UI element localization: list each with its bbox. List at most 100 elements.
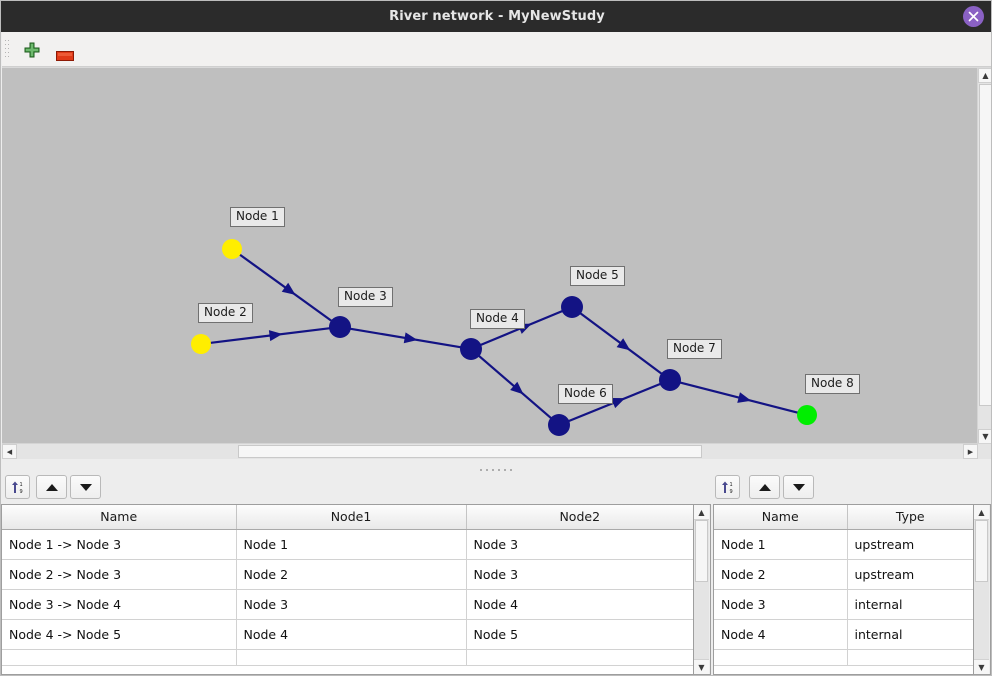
table-cell[interactable]: upstream <box>847 529 973 560</box>
arrow-up-icon <box>758 483 771 491</box>
table-cell[interactable]: internal <box>847 619 973 650</box>
reaches-table-scrollbar[interactable]: ▲ ▼ <box>694 504 711 675</box>
table-cell[interactable]: Node 1 <box>236 529 467 560</box>
edge-arrow-icon <box>510 381 524 395</box>
title-bar: River network - MyNewStudy <box>1 1 991 32</box>
arrow-left-icon: ◀ <box>6 447 13 456</box>
graph-horizontal-scrollbar[interactable]: ◀ ▶ <box>2 443 991 459</box>
nodes-scroll-up-arrow[interactable]: ▲ <box>974 505 989 520</box>
table-cell[interactable]: upstream <box>847 559 973 590</box>
graph-node-n3[interactable] <box>329 316 351 338</box>
reaches-sort-button[interactable]: 1 9 <box>5 475 30 499</box>
table-cell[interactable] <box>236 649 467 666</box>
graph-node-n5[interactable] <box>561 296 583 318</box>
reaches-table-row[interactable] <box>2 649 693 666</box>
graph-scroll-left-arrow[interactable]: ◀ <box>2 444 17 459</box>
reaches-move-down-button[interactable] <box>70 475 101 499</box>
table-cell[interactable]: Node 2 <box>236 559 467 590</box>
graph-scroll-up-arrow[interactable]: ▲ <box>978 68 991 83</box>
reaches-scroll-up-arrow[interactable]: ▲ <box>694 505 709 520</box>
nodes-move-up-button[interactable] <box>749 475 780 499</box>
graph-node-n4[interactable] <box>460 338 482 360</box>
graph-node-n7[interactable] <box>659 369 681 391</box>
graph-node-label-n8[interactable]: Node 8 <box>805 374 860 394</box>
graph-scroll-down-arrow[interactable]: ▼ <box>978 429 991 444</box>
reaches-move-up-button[interactable] <box>36 475 67 499</box>
add-plus-icon[interactable] <box>24 42 40 58</box>
table-cell[interactable] <box>714 649 848 666</box>
table-cell[interactable]: Node 2 <box>714 559 848 590</box>
svg-text:9: 9 <box>729 489 732 495</box>
table-cell[interactable] <box>2 649 237 666</box>
graph-node-label-n6[interactable]: Node 6 <box>558 384 613 404</box>
table-cell[interactable]: Node 4 <box>466 589 693 620</box>
arrow-down-icon: ▼ <box>982 432 989 441</box>
column-header-name[interactable]: Name <box>2 505 237 530</box>
table-cell[interactable] <box>847 649 973 666</box>
nodes-table-row[interactable] <box>714 649 973 666</box>
nodes-sort-button[interactable]: 1 9 <box>715 475 740 499</box>
table-cell[interactable]: Node 5 <box>466 619 693 650</box>
svg-text:1: 1 <box>19 482 22 488</box>
graph-vertical-scroll-thumb[interactable] <box>979 84 991 406</box>
table-cell[interactable] <box>466 649 693 666</box>
column-header-type[interactable]: Type <box>847 505 973 530</box>
table-cell[interactable]: Node 3 <box>236 589 467 620</box>
nodes-scroll-down-arrow[interactable]: ▼ <box>974 659 989 674</box>
graph-vertical-scrollbar[interactable]: ▲ ▼ <box>977 68 991 444</box>
delete-minus-icon[interactable] <box>56 46 74 61</box>
nodes-move-down-button[interactable] <box>783 475 814 499</box>
arrow-up-icon: ▲ <box>978 507 985 517</box>
close-icon[interactable] <box>963 6 984 27</box>
table-cell[interactable]: Node 2 -> Node 3 <box>2 559 237 590</box>
reaches-scroll-down-arrow[interactable]: ▼ <box>694 659 709 674</box>
graph-node-label-n2[interactable]: Node 2 <box>198 303 253 323</box>
graph-horizontal-scroll-thumb[interactable] <box>238 445 702 458</box>
graph-node-label-n5[interactable]: Node 5 <box>570 266 625 286</box>
graph-node-n2[interactable] <box>191 334 211 354</box>
table-cell[interactable]: Node 3 -> Node 4 <box>2 589 237 620</box>
table-cell[interactable]: Node 4 -> Node 5 <box>2 619 237 650</box>
nodes-table-scrollbar[interactable]: ▲ ▼ <box>974 504 991 675</box>
table-cell[interactable]: Node 4 <box>236 619 467 650</box>
toolbar-grip[interactable] <box>5 40 10 59</box>
graph-node-n8[interactable] <box>797 405 817 425</box>
splitter-grip <box>480 469 514 472</box>
table-cell[interactable]: Node 3 <box>466 559 693 590</box>
graph-node-label-n7[interactable]: Node 7 <box>667 339 722 359</box>
graph-scroll-right-arrow[interactable]: ▶ <box>963 444 978 459</box>
edge-arrow-icon <box>611 397 626 409</box>
column-header-node1[interactable]: Node1 <box>236 505 467 530</box>
network-graph-canvas[interactable]: Node 1 Node 2 Node 3 Node 4 Node 5 Node 6 Node… <box>2 68 977 443</box>
column-header-name[interactable]: Name <box>714 505 848 530</box>
nodes-scroll-thumb[interactable] <box>975 520 988 582</box>
window-title: River network - MyNewStudy <box>389 9 605 24</box>
reaches-scroll-thumb[interactable] <box>695 520 708 582</box>
graph-node-label-n3[interactable]: Node 3 <box>338 287 393 307</box>
table-cell[interactable]: Node 3 <box>466 529 693 560</box>
graph-node-n6[interactable] <box>548 414 570 436</box>
column-header-node2[interactable]: Node2 <box>466 505 693 530</box>
graph-node-label-n1[interactable]: Node 1 <box>230 207 285 227</box>
graph-node-label-n4[interactable]: Node 4 <box>470 309 525 329</box>
network-graph-panel: Node 1 Node 2 Node 3 Node 4 Node 5 Node 6 Node… <box>2 67 991 459</box>
table-cell[interactable]: Node 1 <box>714 529 848 560</box>
table-cell[interactable]: internal <box>847 589 973 620</box>
table-cell[interactable]: Node 3 <box>714 589 848 620</box>
table-cell[interactable]: Node 4 <box>714 619 848 650</box>
panel-splitter[interactable] <box>2 465 991 475</box>
graph-node-n1[interactable] <box>222 239 242 259</box>
table-cell[interactable]: Node 1 -> Node 3 <box>2 529 237 560</box>
